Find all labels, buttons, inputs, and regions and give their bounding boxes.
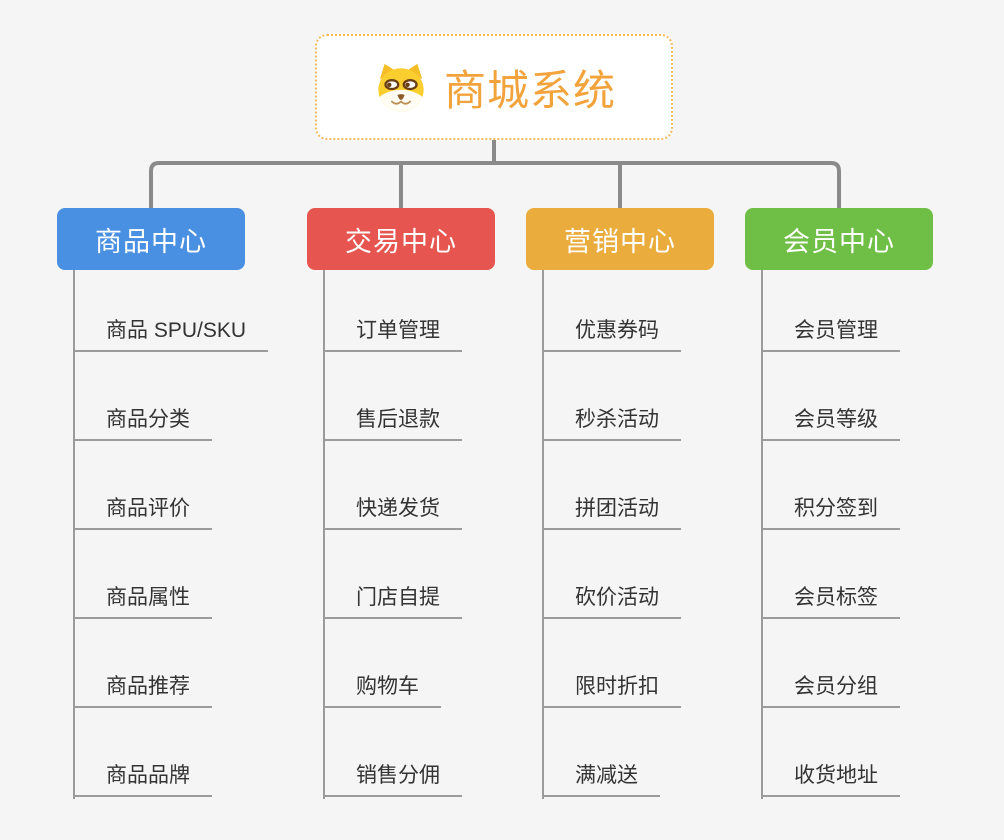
leaf-list: 会员管理 会员等级 积分签到 会员标签 会员分组 收货地址 — [761, 270, 900, 797]
branch-node-trade-center[interactable]: 交易中心 — [307, 208, 495, 270]
leaf-row: 门店自提 — [323, 530, 462, 619]
leaf-list: 订单管理 售后退款 快递发货 门店自提 购物车 销售分佣 — [323, 270, 462, 797]
branch-stem-line — [761, 270, 763, 799]
leaf-row: 购物车 — [323, 619, 462, 708]
leaf-node[interactable]: 商品推荐 — [73, 670, 212, 708]
leaf-row: 积分签到 — [761, 441, 900, 530]
leaf-node[interactable]: 会员分组 — [761, 670, 900, 708]
leaf-row: 会员分组 — [761, 619, 900, 708]
leaf-row: 会员管理 — [761, 270, 900, 352]
leaf-node[interactable]: 拼团活动 — [542, 492, 681, 530]
leaf-row: 商品品牌 — [73, 708, 268, 797]
leaf-node[interactable]: 门店自提 — [323, 581, 462, 619]
leaf-row: 会员等级 — [761, 352, 900, 441]
leaf-node[interactable]: 销售分佣 — [323, 759, 462, 797]
leaf-node[interactable]: 会员标签 — [761, 581, 900, 619]
branch-stem-line — [542, 270, 544, 799]
leaf-node[interactable]: 商品评价 — [73, 492, 212, 530]
leaf-node[interactable]: 满减送 — [542, 759, 660, 797]
leaf-list: 优惠券码 秒杀活动 拼团活动 砍价活动 限时折扣 满减送 — [542, 270, 681, 797]
leaf-row: 满减送 — [542, 708, 681, 797]
leaf-node[interactable]: 商品属性 — [73, 581, 212, 619]
leaf-node[interactable]: 商品 SPU/SKU — [73, 314, 269, 352]
branch-node-member-center[interactable]: 会员中心 — [745, 208, 933, 270]
leaf-row: 售后退款 — [323, 352, 462, 441]
leaf-row: 优惠券码 — [542, 270, 681, 352]
branch-node-product-center[interactable]: 商品中心 — [57, 208, 245, 270]
leaf-row: 秒杀活动 — [542, 352, 681, 441]
leaf-node[interactable]: 收货地址 — [761, 759, 900, 797]
leaf-row: 快递发货 — [323, 441, 462, 530]
leaf-node[interactable]: 快递发货 — [323, 492, 462, 530]
leaf-node[interactable]: 会员管理 — [761, 314, 900, 352]
leaf-node[interactable]: 购物车 — [323, 670, 441, 708]
leaf-row: 商品 SPU/SKU — [73, 270, 269, 352]
leaf-row: 收货地址 — [761, 708, 900, 797]
leaf-node[interactable]: 限时折扣 — [542, 670, 681, 708]
leaf-row: 砍价活动 — [542, 530, 681, 619]
leaf-row: 销售分佣 — [323, 708, 462, 797]
leaf-row: 拼团活动 — [542, 441, 681, 530]
leaf-node[interactable]: 订单管理 — [323, 314, 462, 352]
leaf-node[interactable]: 秒杀活动 — [542, 403, 681, 441]
branch-stem-line — [73, 270, 75, 799]
leaf-row: 商品分类 — [73, 352, 268, 441]
leaf-node[interactable]: 售后退款 — [323, 403, 462, 441]
leaf-node[interactable]: 砍价活动 — [542, 581, 681, 619]
leaf-node[interactable]: 会员等级 — [761, 403, 900, 441]
shiba-dog-icon — [378, 63, 424, 112]
leaf-row: 商品属性 — [73, 530, 268, 619]
leaf-list: 商品 SPU/SKU 商品分类 商品评价 商品属性 商品推荐 商品品牌 — [73, 270, 269, 797]
leaf-node[interactable]: 商品分类 — [73, 403, 212, 441]
branch-rail-line — [149, 161, 841, 208]
branch-node-marketing-center[interactable]: 营销中心 — [526, 208, 714, 270]
leaf-row: 限时折扣 — [542, 619, 681, 708]
leaf-row: 商品评价 — [73, 441, 268, 530]
root-title: 商城系统 — [443, 66, 616, 114]
branch-stem-line — [323, 270, 325, 799]
leaf-node[interactable]: 积分签到 — [761, 492, 900, 530]
leaf-row: 商品推荐 — [73, 619, 268, 708]
leaf-node[interactable]: 商品品牌 — [73, 759, 212, 797]
leaf-node[interactable]: 优惠券码 — [542, 314, 681, 352]
root-node[interactable]: 商城系统 — [315, 34, 673, 140]
leaf-row: 订单管理 — [323, 270, 462, 352]
leaf-row: 会员标签 — [761, 530, 900, 619]
